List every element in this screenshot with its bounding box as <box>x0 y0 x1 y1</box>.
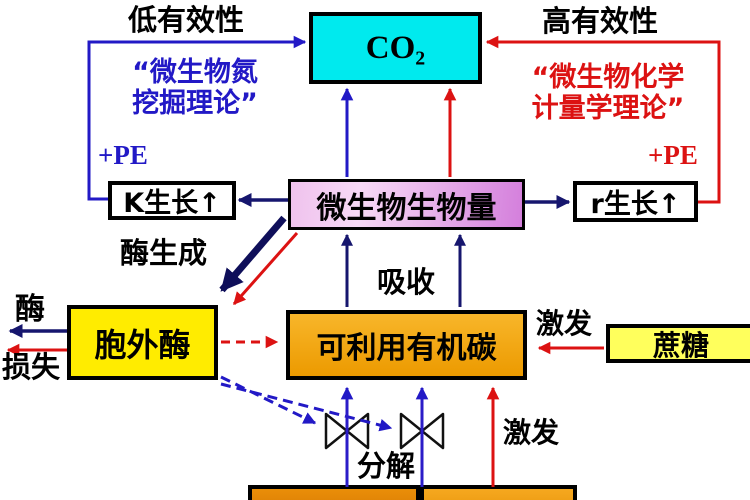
valve-icon-right <box>399 412 445 450</box>
n-mining-theory-label: “微生物氮 挖掘理论” <box>105 57 285 119</box>
priming-sucrose-label: 激发 <box>536 307 593 340</box>
stoichiometry-theory-line1: “微生物化学 <box>531 62 685 93</box>
available-organic-carbon-label: 可利用有机碳 <box>316 331 497 366</box>
r-growth-label: r生长↑ <box>590 189 681 220</box>
bottom-right-pool-box <box>420 485 577 500</box>
k-growth-label: K生长↑ <box>123 188 221 219</box>
valve-icon-left <box>324 412 370 450</box>
extracellular-enzyme-box: 胞外酶 <box>67 305 218 380</box>
arrow-enzyme-production-red <box>232 232 299 305</box>
pe-right-label: +PE <box>648 140 698 170</box>
sucrose-label: 蔗糖 <box>652 328 709 362</box>
co2-label: CO₂ <box>365 29 426 66</box>
n-mining-theory-line2: 挖掘理论” <box>132 88 258 119</box>
microbial-biomass-box: 微生物生物量 <box>288 179 525 230</box>
available-organic-carbon-box: 可利用有机碳 <box>286 310 527 380</box>
r-growth-box: r生长↑ <box>573 181 698 222</box>
pe-left-label: +PE <box>98 140 148 170</box>
sucrose-box: 蔗糖 <box>606 324 750 363</box>
decomposition-label: 分解 <box>357 449 416 483</box>
stoichiometry-theory-label: “微生物化学 计量学理论” <box>518 62 698 124</box>
low-availability-label: 低有效性 <box>128 3 245 37</box>
absorption-label: 吸收 <box>377 265 436 299</box>
microbial-biomass-label: 微生物生物量 <box>316 190 497 226</box>
bottom-left-pool-box <box>248 485 420 500</box>
high-availability-label: 高有效性 <box>542 4 659 38</box>
enzyme-label: 酶 <box>15 292 45 327</box>
n-mining-theory-line1: “微生物氮 <box>132 57 258 88</box>
enzyme-production-label: 酶生成 <box>120 236 208 270</box>
co2-box: CO₂ <box>309 12 482 84</box>
stoichiometry-theory-line2: 计量学理论” <box>531 93 685 124</box>
extracellular-enzyme-label: 胞外酶 <box>94 325 191 364</box>
k-growth-box: K生长↑ <box>108 181 236 220</box>
arrow-enzyme-to-valve1-dashed <box>220 375 317 425</box>
arrow-enzyme-to-valve2-dashed <box>220 382 393 432</box>
loss-label: 损失 <box>2 350 61 384</box>
priming-bottom-label: 激发 <box>503 416 560 449</box>
arrow-enzyme-production-thick <box>219 215 287 293</box>
